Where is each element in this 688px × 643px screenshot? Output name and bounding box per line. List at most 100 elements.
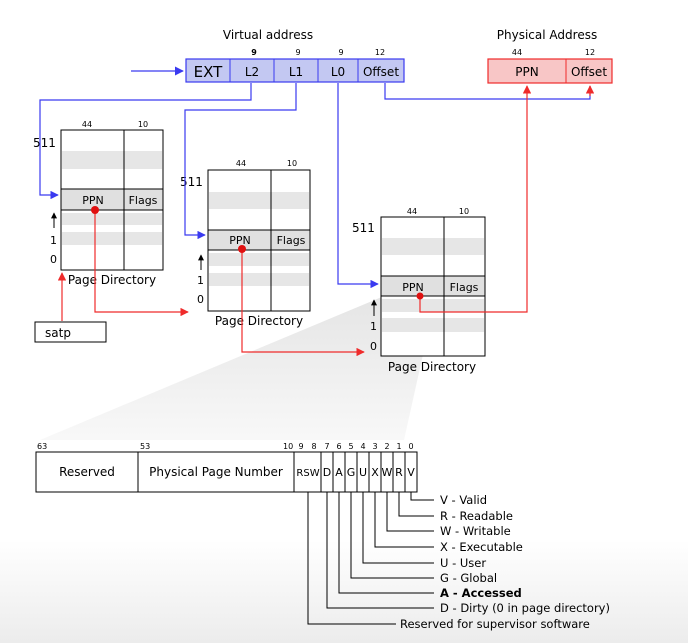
page-directory-3: 44 10 PPN Flags 511 1 0 Page Directory (352, 207, 486, 374)
pa-bits-offset: 12 (585, 48, 595, 57)
pte-bit-10: 10 (283, 442, 293, 451)
pte-field-rsw: RSW (296, 468, 319, 479)
pte-field-x: X (371, 466, 379, 479)
zoom-wedge (40, 296, 436, 440)
va-bits-l1: 9 (295, 48, 300, 57)
pd3-flags-label: Flags (450, 281, 479, 294)
pte-bit-6: 6 (336, 442, 341, 451)
leader-g (350, 492, 434, 579)
pd1-stripe (62, 151, 162, 169)
physical-address-box (487, 58, 613, 84)
legend-readable: R - Readable (440, 509, 513, 523)
pd1-flags-label: Flags (129, 194, 158, 207)
pd1-stripe (62, 232, 162, 245)
legend-accessed: A - Accessed (440, 586, 522, 600)
pd3-stripe (382, 299, 484, 312)
leader-rsw (307, 492, 396, 625)
pd2-caption: Page Directory (215, 314, 303, 328)
pd1-ppn-dot (91, 206, 99, 214)
pte-bit-1: 1 (396, 442, 401, 451)
pte-bit-5: 5 (348, 442, 353, 451)
leader-v (410, 492, 434, 501)
pd2-ppn-arrow (241, 250, 365, 357)
pte-box (35, 451, 418, 493)
pte-bit-7: 7 (324, 442, 329, 451)
pd1-selected-entry (60, 188, 164, 211)
va-field-l1: L1 (289, 65, 303, 79)
pd3-stripe (382, 238, 484, 255)
legend-executable: X - Executable (440, 540, 523, 554)
physical-address-title: Physical Address (497, 28, 597, 42)
leader-x (374, 492, 434, 548)
pd1-ppn-bits: 44 (82, 120, 92, 129)
pd2-ppn-bits: 44 (236, 159, 246, 168)
pte-bit-53: 53 (140, 442, 150, 451)
pte-format: 63 53 10 9 8 7 6 5 4 3 2 1 0 Reserved Ph… (35, 442, 610, 631)
va-field-offset: Offset (363, 65, 399, 79)
pd3-index-0: 0 (370, 340, 377, 353)
pte-field-ppn: Physical Page Number (149, 465, 283, 479)
pd2-selected-entry (207, 229, 311, 251)
pd3-stripe (382, 318, 484, 332)
pd3-caption: Page Directory (388, 360, 476, 374)
pte-field-w: W (382, 466, 393, 479)
pd3-ppn-arrow (419, 85, 532, 313)
pd1-top-index: 511 (33, 136, 56, 150)
virtual-address-register: EXT L2 L1 L0 Offset 9 9 9 12 (185, 48, 405, 83)
legend-writable: W - Writable (440, 524, 511, 538)
pd1-ppn-label: PPN (82, 194, 104, 207)
legend-rsw: Reserved for supervisor software (400, 617, 590, 631)
pa-field-ppn: PPN (515, 65, 538, 79)
leader-r (398, 492, 434, 517)
l2-index-arrow (39, 83, 252, 200)
va-bits-l2: 9 (251, 48, 257, 57)
legend-global: G - Global (440, 571, 497, 585)
pd3-ppn-label: PPN (402, 281, 424, 294)
pd1-flags-bits: 10 (138, 120, 148, 129)
pd1-stripe (62, 213, 162, 225)
pd2-index-1: 1 (197, 274, 204, 287)
leader-a (338, 492, 434, 594)
pd2-index-0: 0 (197, 293, 204, 306)
va-bits-l0: 9 (338, 48, 343, 57)
pd1-index-0: 0 (50, 253, 57, 266)
pte-bit-9: 9 (298, 442, 303, 451)
leader-w (386, 492, 434, 532)
pte-field-v: V (407, 466, 415, 479)
pd2-top-index: 511 (180, 175, 203, 189)
pd3-flags-bits: 10 (459, 207, 469, 216)
virtual-address-title: Virtual address (223, 28, 313, 42)
legend-dirty: D - Dirty (0 in page directory) (440, 601, 610, 615)
pte-field-r: R (395, 466, 403, 479)
page-directory-1: 44 10 PPN Flags 511 1 0 Page Directory (33, 120, 164, 287)
pte-field-a: A (335, 466, 343, 479)
offset-to-physical-line (384, 83, 591, 100)
pd3-ppn-dot (416, 292, 424, 300)
pd2-flags-label: Flags (277, 234, 306, 247)
pd2-flags-bits: 10 (287, 159, 297, 168)
pte-bit-63: 63 (37, 442, 47, 451)
pa-field-offset: Offset (571, 65, 607, 79)
pte-bit-3: 3 (372, 442, 377, 451)
pte-bit-4: 4 (360, 442, 365, 451)
l0-index-arrow (337, 83, 379, 289)
pte-field-g: G (347, 466, 356, 479)
pd3-top-index: 511 (352, 221, 375, 235)
satp-register (34, 321, 107, 343)
l1-index-arrow (184, 83, 297, 240)
pte-bit-2: 2 (384, 442, 389, 451)
pte-bit-8: 8 (311, 442, 316, 451)
pd2-stripe (209, 273, 309, 286)
pd2-ppn-dot (238, 245, 246, 253)
pd2-stripe (209, 192, 309, 209)
va-field-l0: L0 (331, 65, 345, 79)
pd1-caption: Page Directory (68, 273, 156, 287)
virtual-address-box (185, 58, 405, 83)
page-directory-2: 44 10 PPN Flags 511 1 0 Page Directory (180, 159, 311, 328)
pd1-index-1: 1 (50, 234, 57, 247)
leader-u (362, 492, 434, 564)
pd2-stripe (209, 253, 309, 266)
pd3-selected-entry (380, 275, 486, 297)
satp-label: satp (45, 326, 71, 340)
